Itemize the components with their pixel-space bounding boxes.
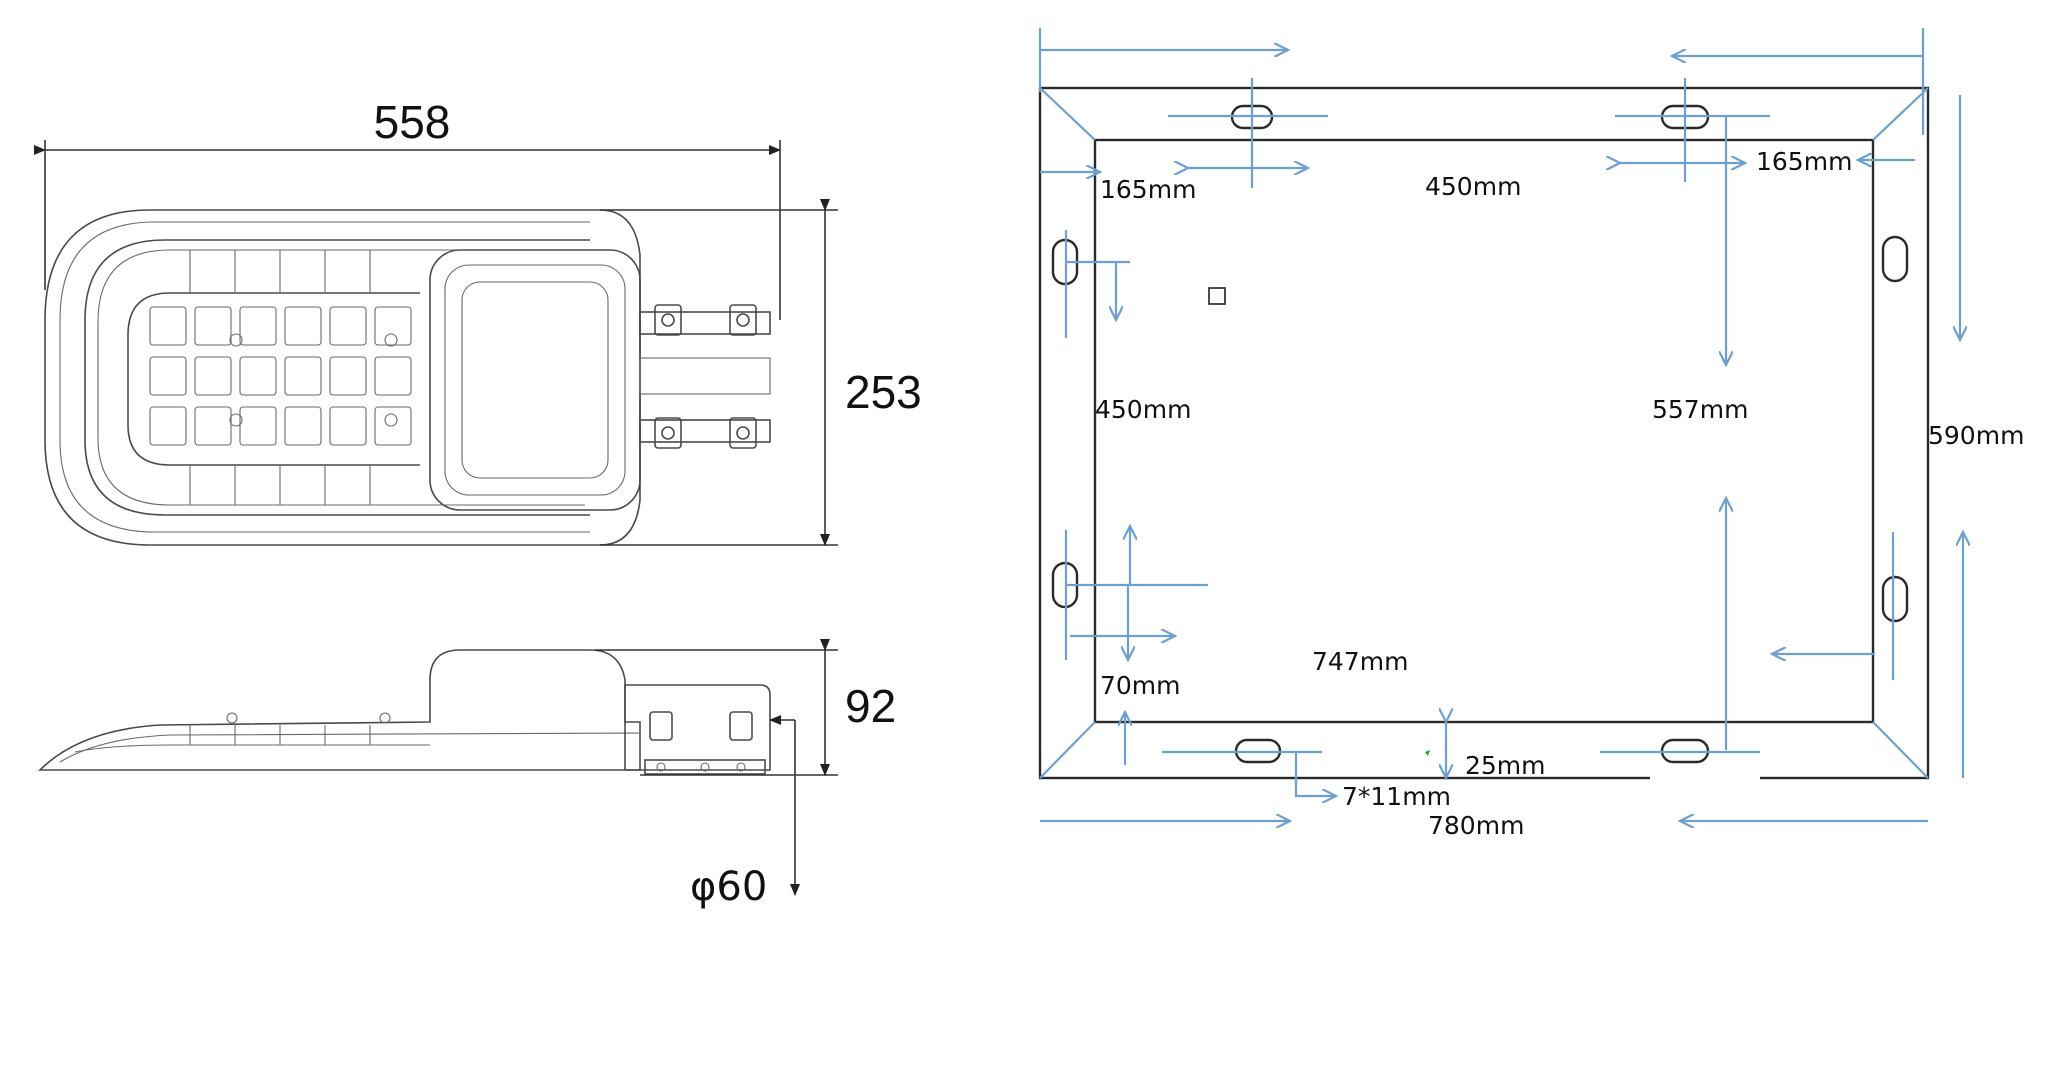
slot-right-bottom [1881,575,1909,623]
outer-height-label: 590mm [1928,421,2024,450]
slot-offset-top-right-label: 165mm [1756,147,1852,176]
pole-clamp-top [639,304,771,449]
mounting-plate [1038,28,1963,821]
lamp-side-view [38,639,838,896]
lamp-width-label: 253 [845,366,922,418]
slot-size-label: 7*11mm [1342,782,1451,811]
inner-height-label: 557mm [1652,395,1748,424]
lamp-height-label: 92 [845,680,896,732]
top-slot-spacing-label: 450mm [1425,172,1521,201]
led-grid [149,306,412,446]
slot-offset-bottom-label: 70mm [1100,671,1181,700]
mounting-slots [1051,104,1909,764]
left-slot-spacing-label: 450mm [1095,395,1191,424]
lamp-length-label: 558 [374,96,451,148]
edge-margin-label: 25mm [1465,751,1546,780]
lamp-top-view [34,140,838,546]
slot-right-top [1881,235,1909,283]
outer-width-label: 780mm [1428,811,1524,840]
dimension-lines [1038,28,1963,821]
inner-width-label: 747mm [1312,647,1408,676]
pole-diameter-label: φ60 [690,864,767,910]
slot-offset-top-left-label: 165mm [1100,175,1196,204]
